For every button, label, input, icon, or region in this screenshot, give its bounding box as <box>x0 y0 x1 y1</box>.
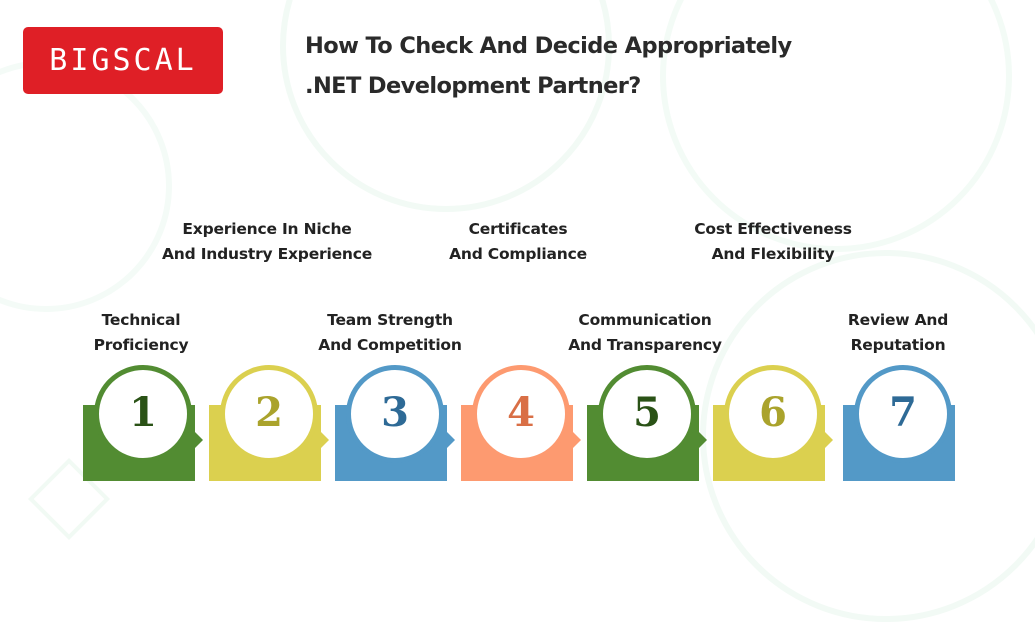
step-4-label-line1: Certificates <box>468 220 568 238</box>
step-4-label-line2: And Compliance <box>449 245 587 263</box>
step-5-label-line1: Communication <box>578 311 712 329</box>
step-3-block: 3 <box>335 365 455 482</box>
step-6-label: Cost Effectiveness And Flexibility <box>694 217 852 267</box>
step-6-circle: 6 <box>724 365 822 463</box>
step-1-label-line2: Proficiency <box>93 336 189 354</box>
step-7-number: 7 <box>889 389 917 436</box>
step-2-label-line1: Experience In Niche <box>182 220 352 238</box>
step-7-circle: 7 <box>854 365 952 463</box>
arrow-right-icon <box>195 432 203 448</box>
step-5-circle: 5 <box>598 365 696 463</box>
bigscal-logo: BIGSCAL <box>23 27 223 94</box>
step-3-label: Team Strength And Competition <box>318 308 462 358</box>
step-1-label-line1: Technical <box>101 311 181 329</box>
step-3-circle: 3 <box>346 365 444 463</box>
step-2-label: Experience In Niche And Industry Experie… <box>162 217 372 267</box>
step-4-number: 4 <box>507 389 535 436</box>
step-2-block: 2 <box>209 365 329 482</box>
step-4-block: 4 <box>461 365 581 482</box>
step-7-label: Review And Reputation <box>848 308 948 358</box>
step-7-block: 7 <box>843 365 955 482</box>
page-title: How To Check And Decide Appropriately .N… <box>305 26 792 106</box>
step-5-label: Communication And Transparency <box>568 308 722 358</box>
step-5-block: 5 <box>587 365 707 482</box>
step-3-label-line1: Team Strength <box>327 311 453 329</box>
step-5-number: 5 <box>633 389 661 436</box>
arrow-right-icon <box>447 432 455 448</box>
step-6-label-line2: And Flexibility <box>711 245 835 263</box>
title-line-1: How To Check And Decide Appropriately <box>305 33 792 59</box>
arrow-right-icon <box>699 432 707 448</box>
step-1-number: 1 <box>129 389 157 436</box>
background-circle-decoration <box>0 60 172 312</box>
step-7-label-line2: Reputation <box>850 336 946 354</box>
title-line-2: .NET Development Partner? <box>305 73 641 99</box>
step-5-label-line2: And Transparency <box>568 336 722 354</box>
step-3-number: 3 <box>381 389 409 436</box>
step-6-label-line1: Cost Effectiveness <box>694 220 852 238</box>
step-4-circle: 4 <box>472 365 570 463</box>
step-6-number: 6 <box>759 389 787 436</box>
arrow-right-icon <box>321 432 329 448</box>
arrow-right-icon <box>825 432 833 448</box>
arrow-right-icon <box>573 432 581 448</box>
step-2-circle: 2 <box>220 365 318 463</box>
step-7-label-line1: Review And <box>847 311 949 329</box>
step-6-block: 6 <box>713 365 833 482</box>
step-2-number: 2 <box>255 389 283 436</box>
step-1-label: Technical Proficiency <box>94 308 189 358</box>
step-1-circle: 1 <box>94 365 192 463</box>
step-1-block: 1 <box>83 365 203 482</box>
step-3-label-line2: And Competition <box>318 336 462 354</box>
step-4-label: Certificates And Compliance <box>449 217 587 267</box>
logo-text: BIGSCAL <box>49 43 197 78</box>
step-2-label-line2: And Industry Experience <box>161 245 373 263</box>
